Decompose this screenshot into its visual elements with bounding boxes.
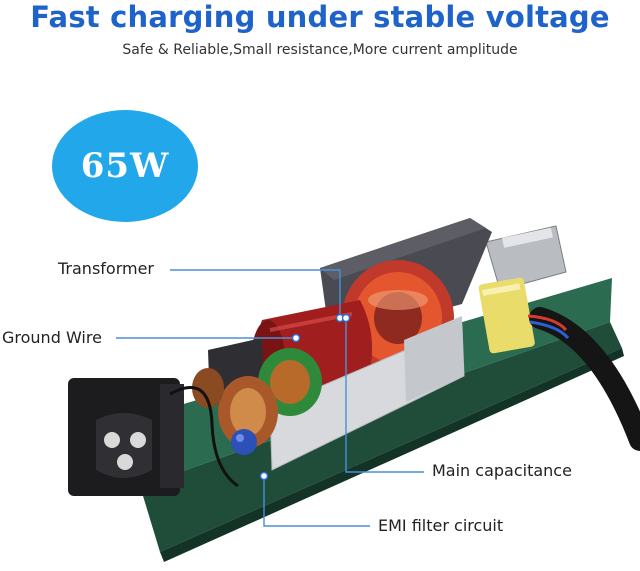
output-cable	[529, 307, 640, 451]
main-capacitance-label: Main capacitance	[432, 461, 572, 480]
page-subtitle: Safe & Reliable,Small resistance,More cu…	[122, 42, 518, 58]
blue-capacitor	[231, 429, 257, 455]
transformer-label: Transformer	[58, 259, 155, 278]
page-title: Fast charging under stable voltage	[30, 0, 610, 34]
yellow-capacitor	[478, 277, 535, 354]
ground-wire	[169, 385, 239, 488]
power-rating-badge: 65W	[52, 110, 198, 222]
ground-wire-label: Ground Wire	[2, 328, 102, 347]
power-rating-text: 65W	[80, 146, 170, 186]
emi-filter-leader	[263, 476, 370, 527]
pcb-board	[140, 322, 622, 552]
transformer-leader	[170, 269, 341, 318]
main-capacitance-leader	[345, 318, 424, 473]
emi-filter-label: EMI filter circuit	[378, 516, 504, 535]
